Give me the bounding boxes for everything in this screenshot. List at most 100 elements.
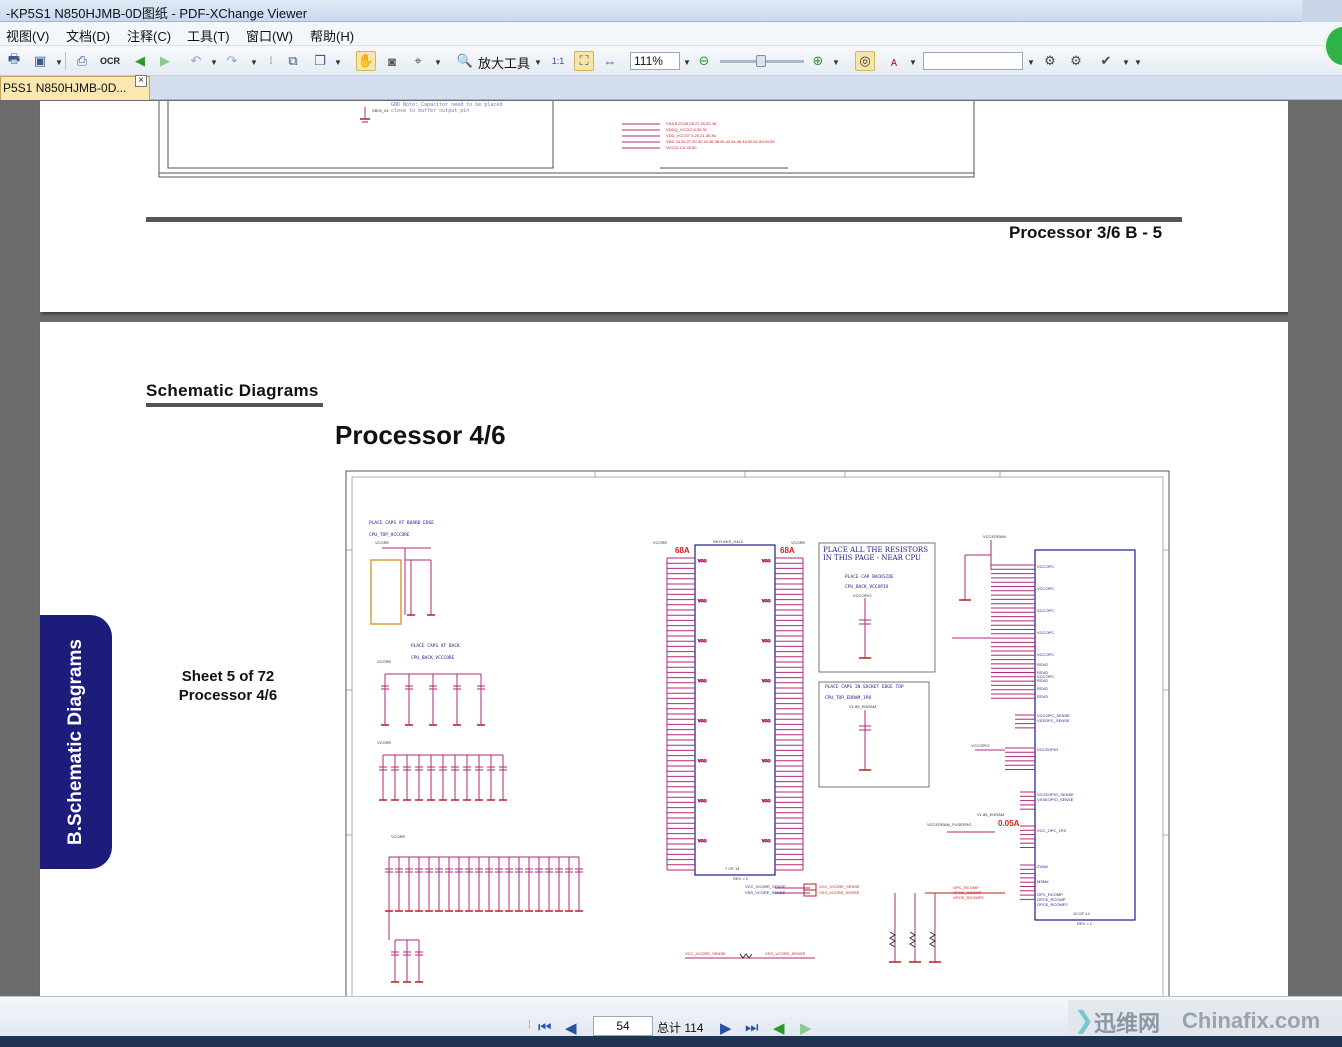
chip-pin-label: VCC <box>762 558 771 563</box>
menu-document[interactable]: 文档(D) <box>66 29 111 44</box>
total-pages-label: 总计 114 <box>657 1021 704 1035</box>
right-pin-label: RSVD <box>1037 694 1048 699</box>
scan-icon[interactable]: ⎙ <box>76 53 88 68</box>
right-pin-label: RSVD <box>1037 686 1048 691</box>
right-pin-label: VCCOPC <box>1037 608 1054 613</box>
document-tab[interactable]: P5S1 N850HJMB-0D... <box>0 76 150 100</box>
chevron-down-icon[interactable]: ▼ <box>334 58 342 67</box>
next-page-icon[interactable]: ▶ <box>720 1020 732 1037</box>
watermark-logo-icon: ❯ <box>1074 1007 1095 1034</box>
side-section-tab: B.Schematic Diagrams <box>40 615 112 869</box>
rcomp-net: OPCE_RCOMP2 <box>953 895 984 900</box>
first-page-icon[interactable]: ⏮ <box>538 1019 552 1036</box>
schem-label-cpu-back: CPU_BACK_VCCCORE <box>411 655 455 661</box>
taskbar <box>0 1036 1342 1047</box>
spell-check-icon[interactable]: ᴀ <box>890 53 898 69</box>
back-icon[interactable]: ◀ <box>135 53 145 68</box>
window-controls[interactable] <box>1302 0 1342 22</box>
zoom-in-icon[interactable]: ⊕ <box>812 53 824 68</box>
chip-pin-label: VCC <box>698 598 707 603</box>
schem-label-vccopio-right: VCCOPIO <box>971 743 989 748</box>
window-title: -KP5S1 N850HJMB-0D图纸 - PDF-XChange Viewe… <box>6 6 308 21</box>
actual-size-icon[interactable]: 1:1 <box>551 56 565 66</box>
right-pin-label: RSVD <box>1037 670 1048 675</box>
last-page-icon[interactable]: ⏭ <box>745 1019 759 1036</box>
schem-label-vcore: VCORE <box>653 540 668 545</box>
tab-close-button[interactable]: × <box>135 75 147 87</box>
prev-note-2: close to buffer output pin <box>391 108 470 114</box>
copy-page-icon[interactable]: ⧉ <box>288 53 298 68</box>
page-extract-icon[interactable]: ❐ <box>314 53 326 68</box>
right-pin-label: OPCE_RCOMP2 <box>1037 902 1068 907</box>
prev-net-label: VDDQ_VCCIO 6,30,32 <box>666 127 707 132</box>
package-icon[interactable]: ▣ <box>33 53 47 68</box>
zoom-level-field[interactable]: 111% <box>630 52 680 70</box>
previous-page-icon[interactable]: ◀ <box>565 1020 577 1037</box>
zoom-tool-label[interactable]: 放大工具 <box>478 56 531 71</box>
zoom-tool-icon[interactable]: 🔍 <box>456 53 474 68</box>
chevron-down-icon[interactable]: ▼ <box>832 58 840 67</box>
current-page-input[interactable]: 54 <box>593 1016 653 1036</box>
chevron-down-icon[interactable]: ▼ <box>434 58 442 67</box>
chevron-down-icon[interactable]: ▼ <box>534 58 542 67</box>
chevron-down-icon[interactable]: ▼ <box>683 58 691 67</box>
chevron-down-icon[interactable]: ▼ <box>210 58 218 67</box>
right-pin-label: ZVM# <box>1037 864 1048 869</box>
menu-tools[interactable]: 工具(T) <box>187 29 230 44</box>
redo-icon[interactable]: ↷ <box>226 53 238 68</box>
schem-label-v185-right: V1.85_EDRAM <box>977 812 1004 817</box>
zoom-slider-thumb[interactable] <box>756 55 766 67</box>
pdf-page-current: Schematic Diagrams Processor 4/6 Sheet 5… <box>40 322 1288 996</box>
undo-icon[interactable]: ↶ <box>190 53 202 68</box>
forward-view-icon[interactable]: ▶ <box>800 1020 812 1037</box>
print-icon[interactable]: 🖶 <box>7 51 21 66</box>
chip-pin-label: VCC <box>762 798 771 803</box>
watermark-cn: 迅维网 <box>1094 1011 1161 1036</box>
chip-pin-label: VCC <box>698 558 707 563</box>
tab-bar <box>0 76 1342 100</box>
prev-net-label: VSA 6,23,26,28,27,30,32,36 <box>666 121 717 126</box>
fit-width-icon[interactable]: ⇔ <box>603 53 617 69</box>
dotted-menu-icon[interactable]: ⁞ <box>269 55 273 67</box>
chip-ref-label: SKYLAKE_H4L0 <box>713 539 744 544</box>
schem-label-fuseprg: VCCEDRAM_FUSEPRG <box>927 822 971 827</box>
back-view-icon[interactable]: ◀ <box>773 1020 785 1037</box>
forward-icon[interactable]: ▶ <box>160 53 170 68</box>
ocr-button[interactable]: OCR <box>100 56 120 66</box>
glasses-icon[interactable]: ◎ <box>855 51 875 71</box>
schem-label-board-edge: PLACE CAPS AT BOARD EDGE <box>369 520 434 526</box>
chevron-down-icon[interactable]: ▼ <box>1027 58 1035 67</box>
menu-comment[interactable]: 注释(C) <box>127 29 172 44</box>
chevron-down-icon[interactable]: ▼ <box>55 58 63 67</box>
chip-pin-label: VCC <box>762 838 771 843</box>
menu-window[interactable]: 窗口(W) <box>246 29 293 44</box>
select-tool-icon[interactable]: ⌖ <box>414 53 422 68</box>
chip-pin-label: VCC <box>698 718 707 723</box>
chevron-down-icon[interactable]: ▼ <box>250 58 258 67</box>
snapshot-icon[interactable]: ◙ <box>388 53 396 69</box>
sense-net-vcc: VCC_VCORE_SENSE <box>819 884 860 889</box>
side-tab-label: B.Schematic Diagrams <box>65 639 86 845</box>
schem-label-vccopio-back: CPU_BACK_VCCOPIO <box>845 584 889 590</box>
menu-view[interactable]: 视图(V) <box>6 29 50 44</box>
right-pin-label: RSVD <box>1037 662 1048 667</box>
menu-help[interactable]: 帮助(H) <box>310 29 355 44</box>
schem-label-vcore: VCORE <box>377 659 392 664</box>
find-next-icon[interactable]: ⚙ <box>1070 53 1082 68</box>
search-input[interactable] <box>923 52 1023 70</box>
fit-page-icon[interactable]: ⛶ <box>574 51 594 71</box>
tools-options-icon[interactable]: ✔ <box>1100 53 1112 68</box>
chevron-down-icon[interactable]: ▼ <box>1134 58 1142 67</box>
sense-label-vcc: VCC_VCORE_SENSE <box>745 884 786 889</box>
find-icon[interactable]: ⚙ <box>1044 53 1056 68</box>
right-pin-label: MSM# <box>1037 879 1049 884</box>
hand-tool-icon[interactable]: ✋ <box>356 51 376 71</box>
right-pin-label: OPC_RCOMP <box>1037 892 1063 897</box>
previous-schematic-fragment <box>158 101 975 178</box>
chevron-down-icon[interactable]: ▼ <box>909 58 917 67</box>
right-pin-label: VCCEOPIO <box>1037 747 1058 752</box>
chevron-down-icon[interactable]: ▼ <box>1122 58 1130 67</box>
zoom-out-icon[interactable]: ⊖ <box>698 53 710 68</box>
document-viewport[interactable]: GND Note: Capacitor need to be placed cl… <box>0 101 1342 996</box>
menu-bar: 视图(V) 文档(D) 注释(C) 工具(T) 窗口(W) 帮助(H) <box>0 22 1342 46</box>
